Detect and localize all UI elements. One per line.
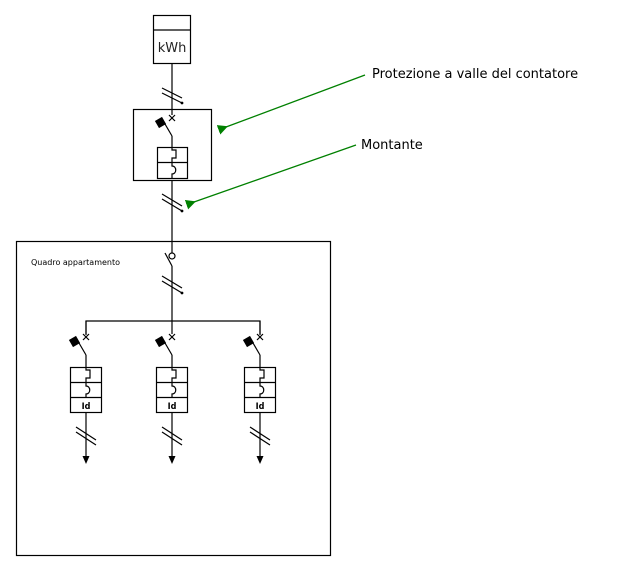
- fuse-block: [156, 146, 189, 180]
- arrow-down-icon: [82, 456, 90, 464]
- energy-meter: kWh: [152, 14, 192, 65]
- apartment-panel: Quadro appartamento: [15, 240, 332, 557]
- main-switch: [164, 241, 176, 321]
- arrow-down-icon: [256, 456, 264, 464]
- three-phase-slash: [161, 426, 183, 446]
- annotation-protection-label: Protezione a valle del contatore: [372, 67, 578, 82]
- breaker-icon: [154, 114, 176, 147]
- bus-bar: [85, 320, 261, 335]
- arrow-down-icon: [168, 456, 176, 464]
- rcbo-block: [155, 366, 189, 458]
- device-label: Id: [168, 402, 177, 412]
- three-phase-slash: [249, 426, 271, 446]
- annotation-riser: Montante: [184, 138, 423, 210]
- three-phase-slash-3: [161, 275, 184, 295]
- circuit-branch: Id: [68, 321, 103, 464]
- meter-label: kWh: [158, 41, 187, 56]
- breaker-icon: [154, 321, 176, 367]
- meter-protection-box: [132, 108, 213, 182]
- device-label: Id: [82, 402, 91, 412]
- panel-title: Quadro appartamento: [31, 258, 120, 267]
- annotation-riser-label: Montante: [361, 138, 423, 153]
- three-phase-slash-1: [161, 87, 184, 105]
- breaker-icon: [242, 321, 264, 367]
- device-label: Id: [256, 402, 265, 412]
- circuit-branch: Id: [242, 321, 277, 464]
- circuit-branch: Id: [154, 321, 189, 464]
- annotation-protection: Protezione a valle del contatore: [216, 67, 578, 135]
- three-phase-slash-2: [161, 193, 184, 213]
- rcbo-block: [243, 366, 277, 458]
- rcbo-block: [69, 366, 103, 458]
- breaker-icon: [68, 321, 90, 367]
- three-phase-slash: [75, 426, 97, 446]
